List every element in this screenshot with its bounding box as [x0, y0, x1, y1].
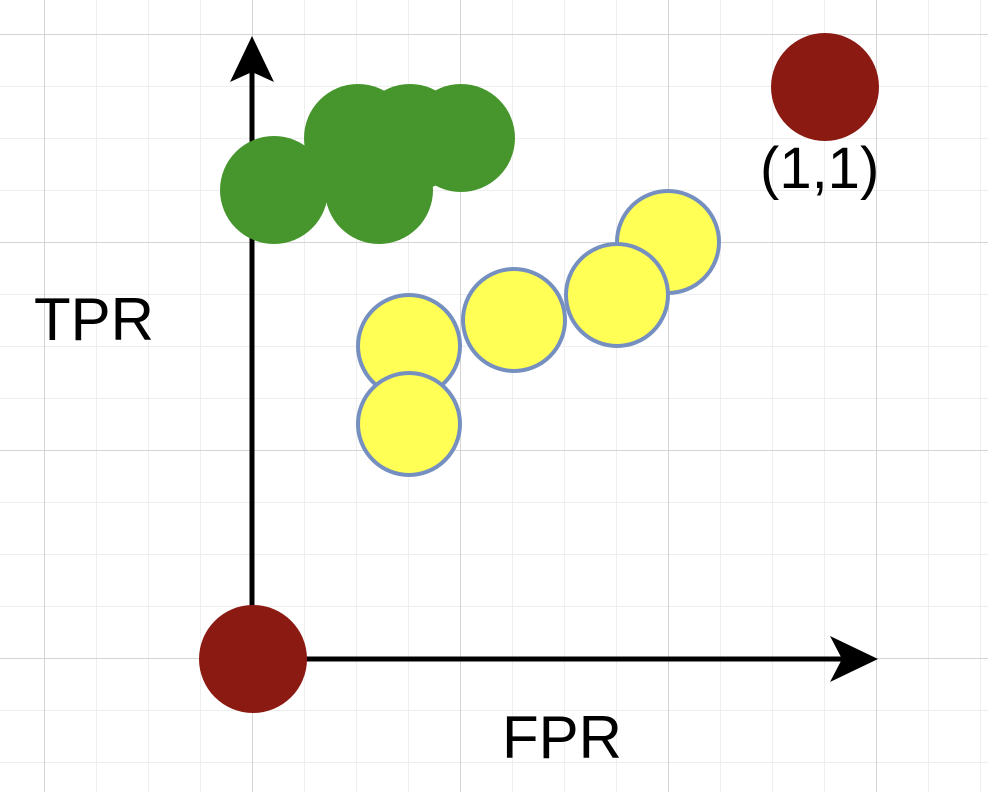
one-one-label: (1,1) [760, 136, 880, 201]
origin-point [199, 605, 307, 713]
green-point-1 [220, 136, 328, 244]
green-cluster [220, 84, 515, 244]
yellow-point-3 [461, 267, 567, 373]
x-axis-arrowhead [830, 636, 878, 682]
green-point-5 [325, 136, 433, 244]
one-one-point [771, 33, 879, 141]
y-axis-arrowhead [230, 36, 274, 82]
green-point-4 [407, 84, 515, 192]
yellow-cluster [356, 189, 721, 477]
yellow-point-2 [564, 242, 670, 348]
y-axis-label: TPR [34, 286, 154, 353]
x-axis-label: FPR [502, 704, 622, 771]
yellow-point-5 [356, 371, 462, 477]
